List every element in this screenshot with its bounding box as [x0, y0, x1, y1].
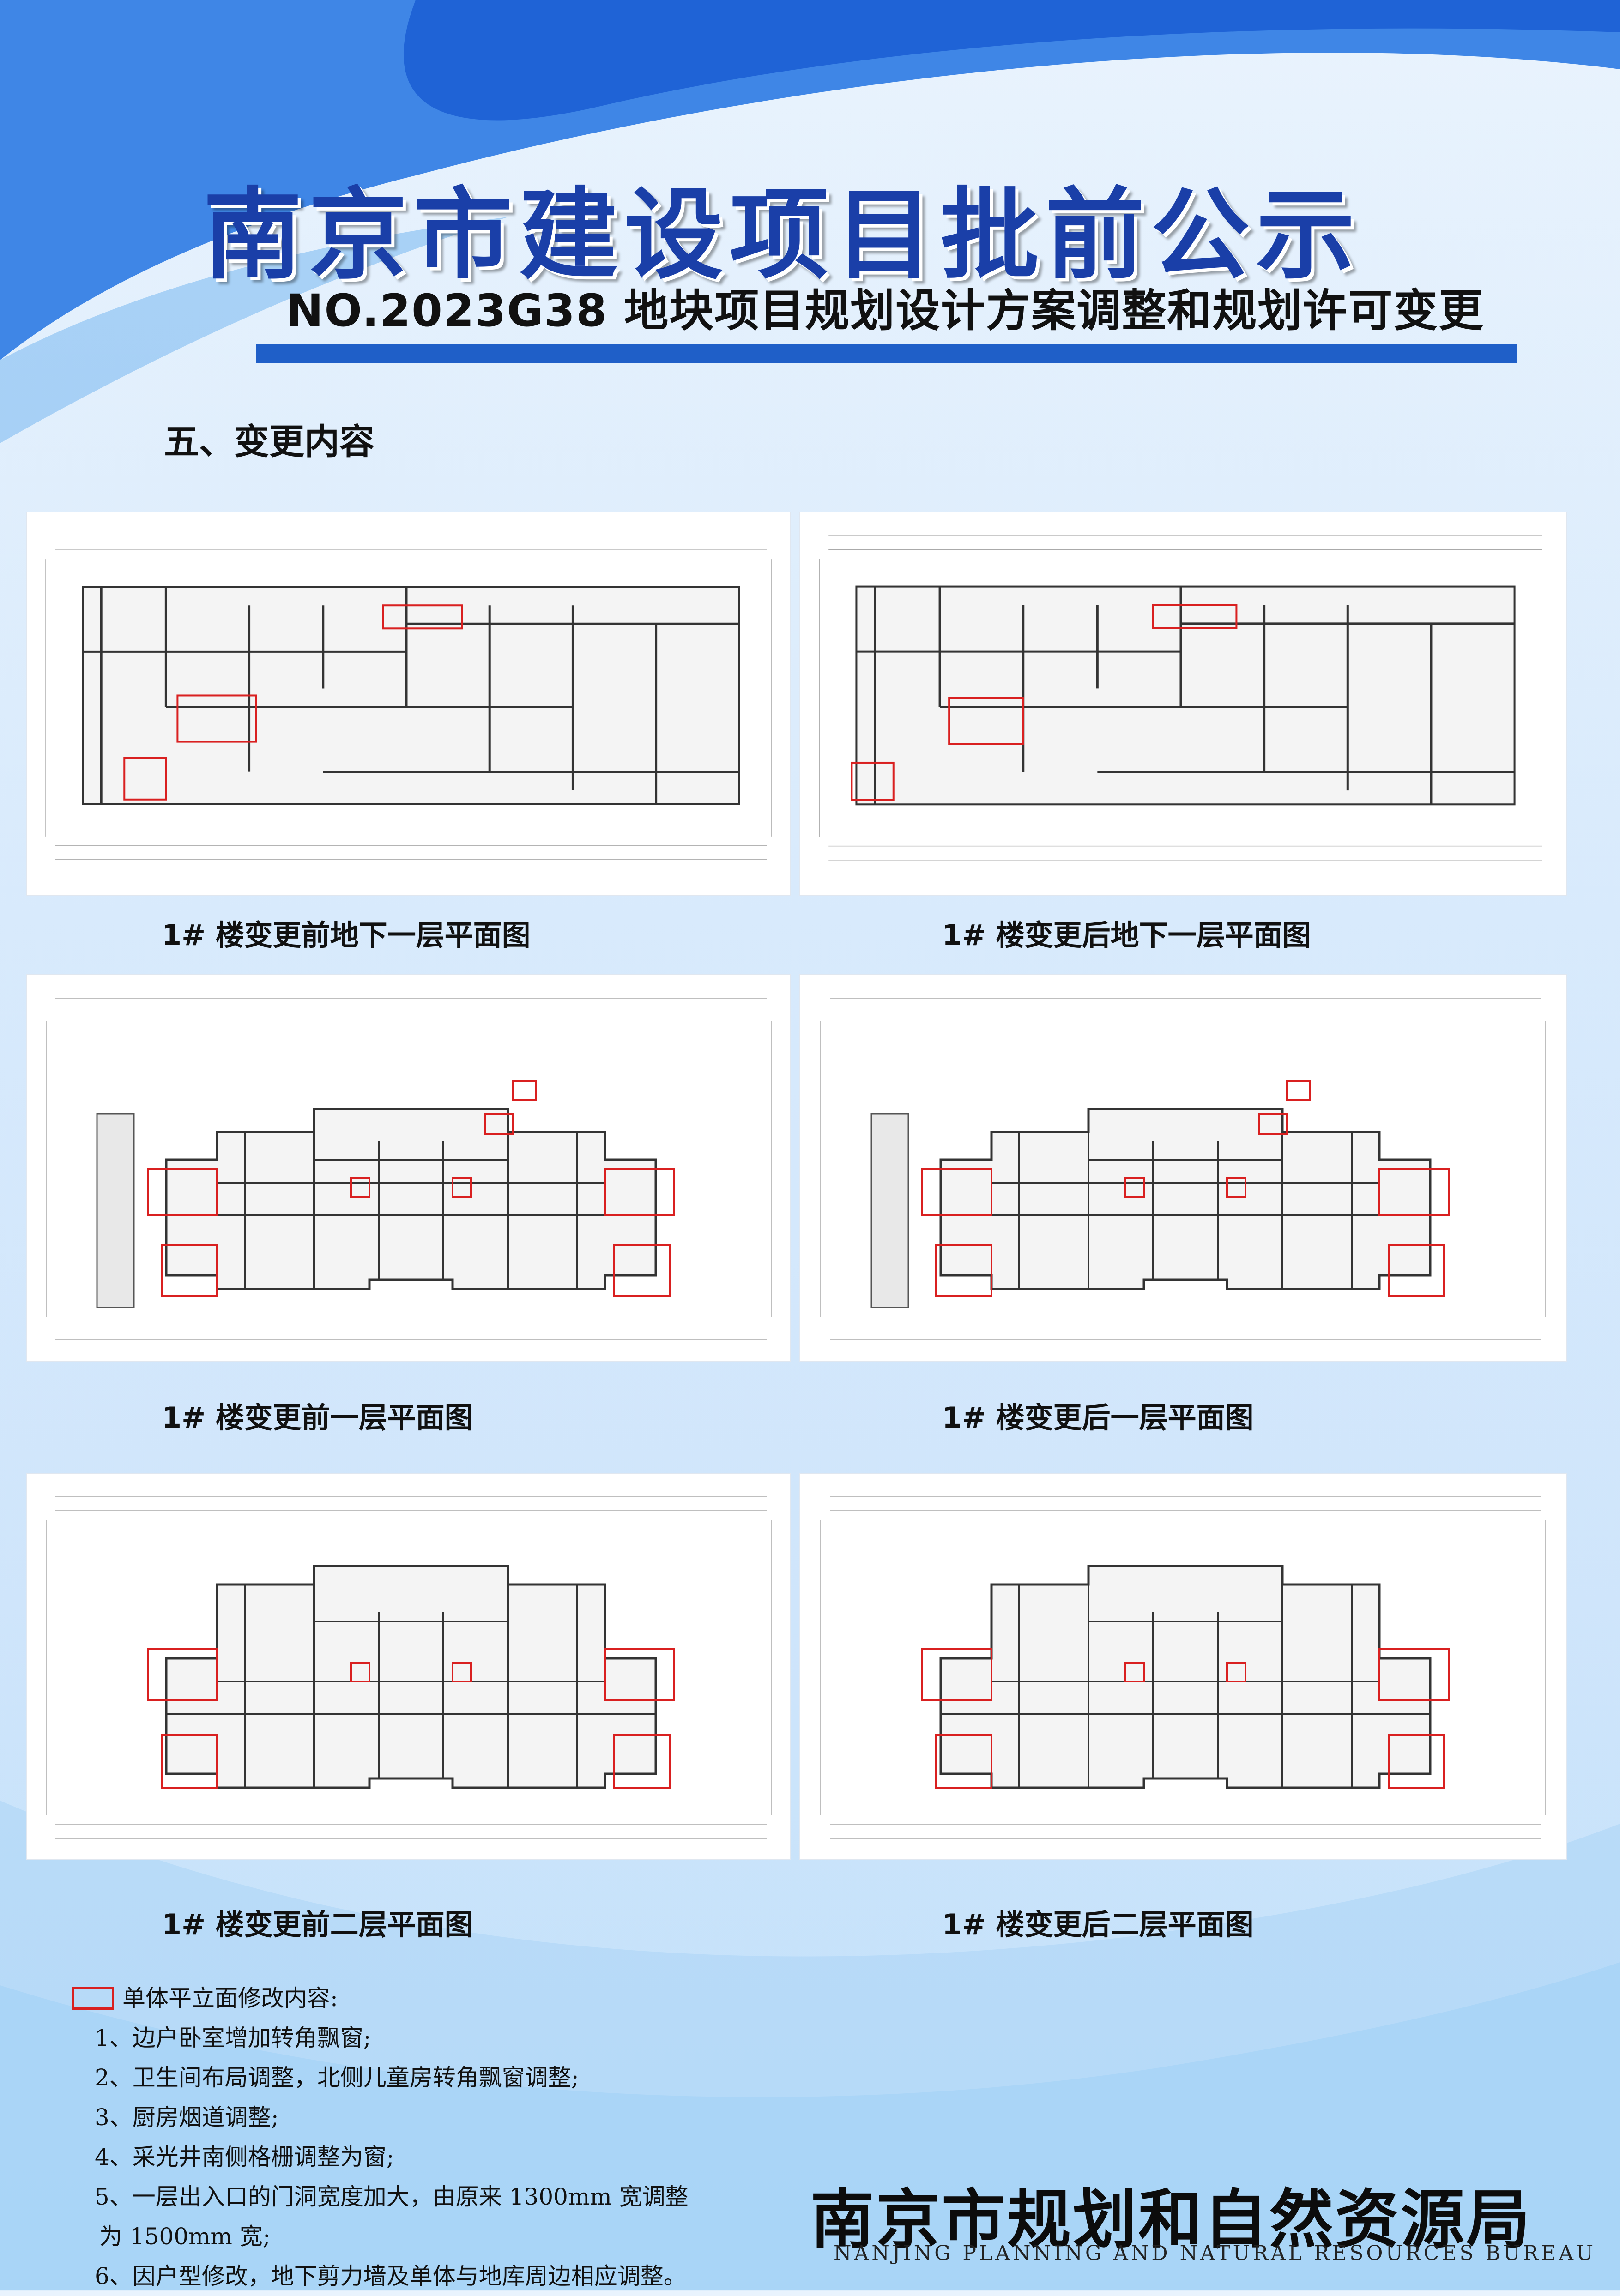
note-item-continued: 为 1500mm 宽;: [99, 2223, 271, 2250]
bureau-name-english: NANJING PLANNING AND NATURAL RESOURCES B…: [834, 2242, 1596, 2265]
panel-caption-3: 1# 楼变更前一层平面图: [162, 1401, 473, 1434]
floorplan-drawing: [46, 998, 772, 1340]
title-rule: [256, 344, 1517, 363]
panel-caption-6: 1# 楼变更后二层平面图: [942, 1908, 1254, 1941]
floorplan-panel-2: [799, 512, 1567, 896]
floorplan-panel-4: [799, 974, 1567, 1362]
floorplan-drawing: [820, 998, 1546, 1340]
floorplan-panel-3: [26, 974, 791, 1362]
section-title: 五、变更内容: [164, 421, 375, 462]
panel-caption-1: 1# 楼变更前地下一层平面图: [162, 918, 531, 952]
notes-heading-row: 单体平立面修改内容:: [72, 1978, 689, 2018]
floorplan-panel-5: [26, 1473, 791, 1860]
floorplan-drawing: [819, 535, 1547, 861]
note-item: 2、卫生间布局调整，北侧儿童房转角飘窗调整;: [95, 2064, 579, 2091]
legend-red-box-icon: [72, 1987, 114, 2010]
panel-caption-2: 1# 楼变更后地下一层平面图: [942, 918, 1311, 952]
change-notes: 单体平立面修改内容: 1、边户卧室增加转角飘窗; 2、卫生间布局调整，北侧儿童房…: [72, 1978, 689, 2296]
floorplan-panel-6: [799, 1473, 1567, 1860]
notes-heading: 单体平立面修改内容:: [122, 1985, 338, 2012]
bureau-name: 南京市规划和自然资源局: [810, 2182, 1532, 2257]
floorplan-drawing: [820, 1496, 1546, 1839]
note-item: 6、因户型修改，地下剪力墙及单体与地库周边相应调整。: [95, 2263, 687, 2290]
floorplan-drawing: [46, 1496, 772, 1839]
floorplan-drawing: [45, 536, 772, 860]
note-item: 1、边户卧室增加转角飘窗;: [95, 2025, 371, 2051]
note-item: 4、采光井南侧格栅调整为窗;: [95, 2144, 394, 2170]
panel-caption-4: 1# 楼变更后一层平面图: [942, 1401, 1254, 1434]
note-item: 3、厨房烟道调整;: [95, 2104, 279, 2131]
page-subtitle: NO.2023G38 地块项目规划设计方案调整和规划许可变更: [286, 285, 1484, 337]
panel-caption-5: 1# 楼变更前二层平面图: [162, 1908, 473, 1941]
floorplan-panel-1: [26, 512, 791, 896]
note-item: 5、一层出入口的门洞宽度加大，由原来 1300mm 宽调整: [95, 2183, 689, 2210]
page-title: 南京市建设项目批前公示: [203, 177, 1361, 293]
